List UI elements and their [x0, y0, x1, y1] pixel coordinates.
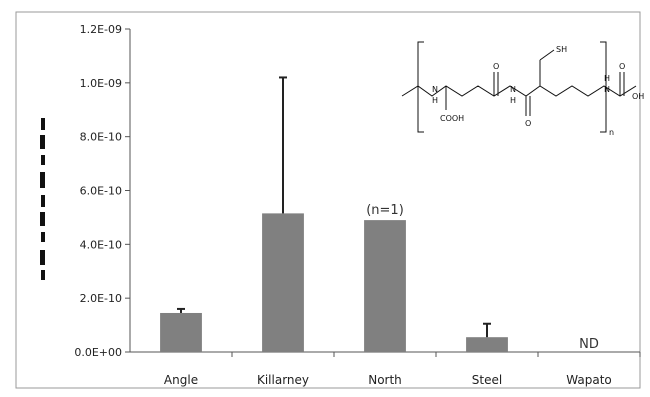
- y-tick-label: 0.0E+00: [74, 346, 122, 359]
- annotation-north: (n=1): [366, 203, 404, 218]
- x-tick-label-angle: Angle: [164, 373, 198, 387]
- left-bracket: [417, 41, 424, 133]
- y-tick-label: 6.0E-10: [80, 185, 122, 198]
- bar-steel: [466, 337, 508, 352]
- bars: [160, 213, 508, 352]
- chemical-structure-labels: SH N H N H N H COOH O O O OH n: [432, 45, 644, 137]
- chem-h2: H: [510, 96, 516, 105]
- x-tick-label-north: North: [368, 373, 402, 387]
- y-tick-label: 2.0E-10: [80, 292, 122, 305]
- chem-o2: O: [525, 119, 531, 128]
- chem-cooh: COOH: [440, 114, 464, 123]
- annotations: (n=1) ND: [366, 203, 599, 352]
- chem-oh: OH: [632, 92, 644, 101]
- bar-angle: [160, 312, 202, 352]
- y-tick-label: 4.0E-10: [80, 238, 122, 251]
- x-tick-labels: Angle Killarney North Steel Wapato: [164, 352, 641, 387]
- bar-killarney: [262, 213, 304, 352]
- chem-o1: O: [493, 62, 499, 71]
- error-bars: [177, 76, 491, 338]
- y-tick-label: 1.2E-09: [80, 23, 122, 36]
- y-tick-label: 1.0E-09: [80, 77, 122, 90]
- chem-sh: SH: [556, 45, 567, 54]
- chem-subscript-n: n: [609, 128, 614, 137]
- chem-n2: N: [510, 85, 516, 94]
- chem-n1: N: [432, 85, 438, 94]
- plot-frame: [15, 11, 641, 389]
- chem-h3: H: [604, 74, 610, 83]
- backbone: [401, 85, 637, 97]
- bar-north: [364, 220, 406, 352]
- chem-n3: N: [604, 85, 610, 94]
- annotation-wapato: ND: [579, 337, 599, 352]
- chem-o3: O: [619, 62, 625, 71]
- x-tick-label-wapato: Wapato: [566, 373, 611, 387]
- y-tick-marks: [125, 28, 130, 353]
- chemical-structure: [401, 41, 637, 133]
- y-tick-label: 8.0E-10: [80, 131, 122, 144]
- x-tick-label-killarney: Killarney: [257, 373, 309, 387]
- y-tick-labels: 0.0E+00 2.0E-10 4.0E-10 6.0E-10 8.0E-10 1.0E-…: [74, 23, 122, 359]
- x-tick-label-steel: Steel: [472, 373, 502, 387]
- chem-h1: H: [432, 96, 438, 105]
- y-axis-label-glyphs: [40, 118, 45, 280]
